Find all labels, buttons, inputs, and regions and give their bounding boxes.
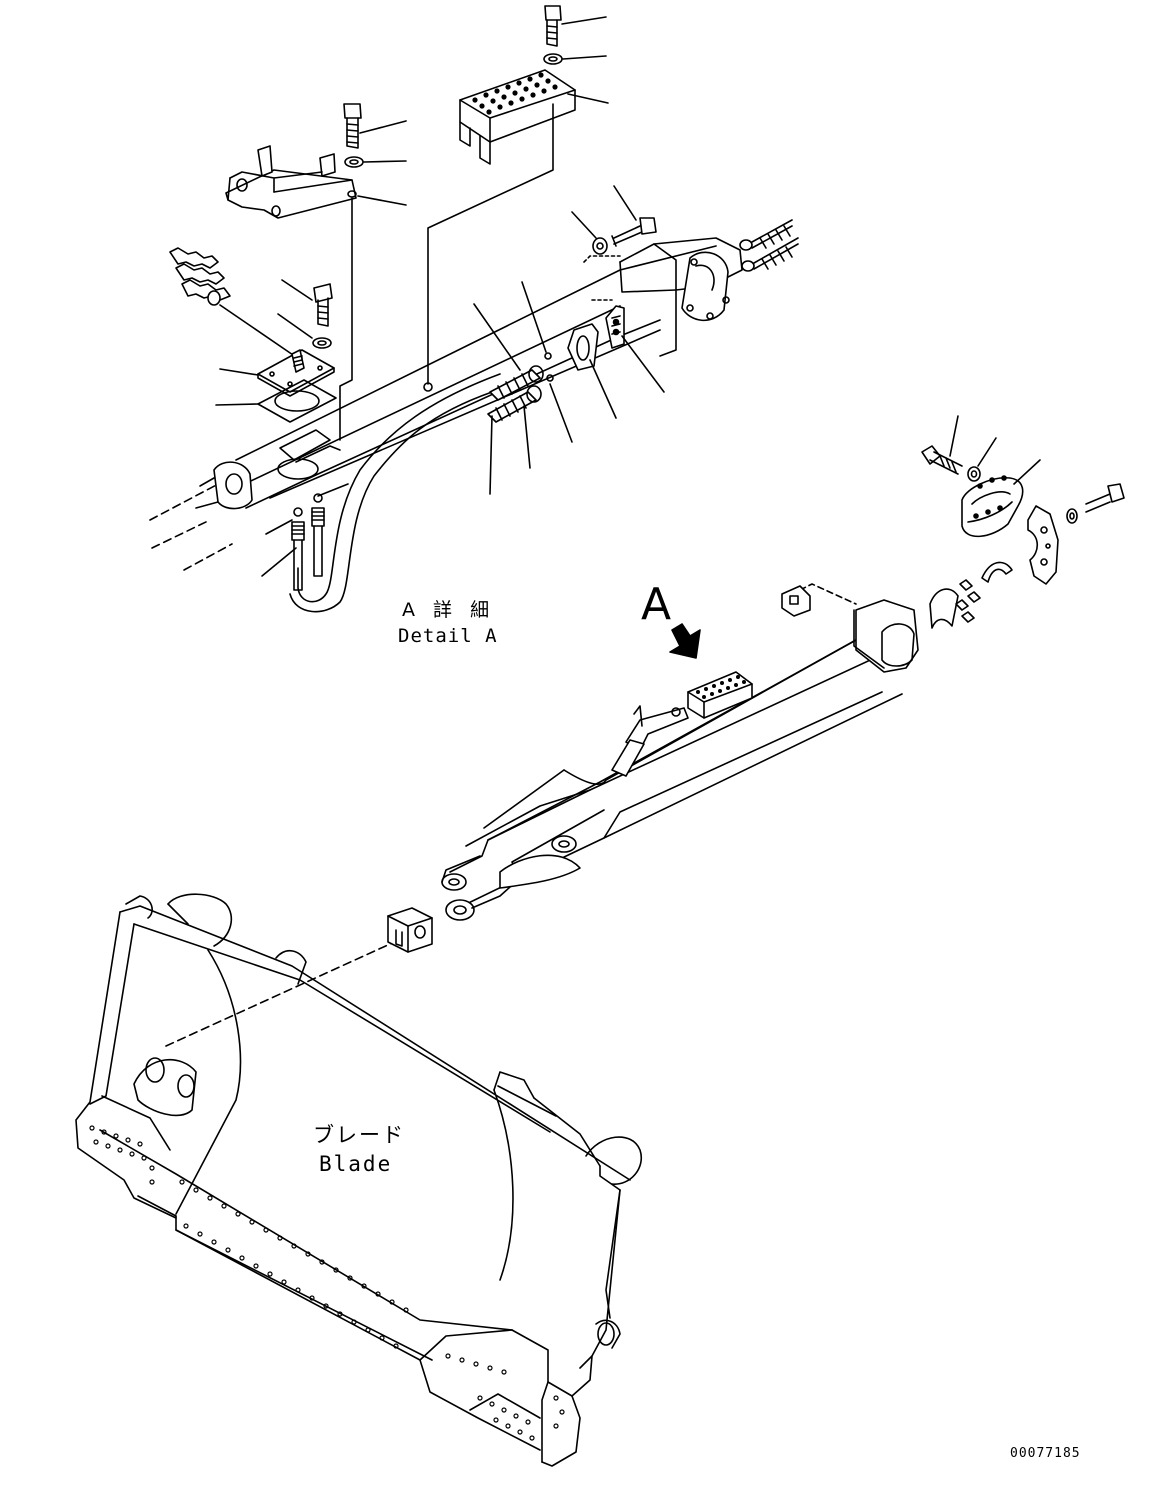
flange-icon <box>567 323 599 371</box>
bolt-icon <box>1085 483 1125 513</box>
detail-a-arm-frame <box>149 237 743 613</box>
coupler-group <box>169 247 337 423</box>
view-marker-letter: A <box>641 579 672 630</box>
detail-a-label-en: Detail A <box>398 625 498 647</box>
cover-plate-icon <box>257 349 335 397</box>
o-ring-icon <box>544 352 552 360</box>
blade-label-en: Blade <box>319 1152 393 1176</box>
o-ring-icon <box>546 374 554 382</box>
coupler-icon <box>169 247 231 306</box>
hose-fitting-icon <box>739 219 799 272</box>
view-arrow-icon <box>669 623 701 659</box>
bushing-icon <box>929 561 1013 629</box>
bolt-icon <box>313 283 333 327</box>
blade-label-jp: ブレード <box>313 1123 405 1147</box>
hose-fitting-icon <box>487 365 544 423</box>
bearing-half-icon <box>1027 505 1059 585</box>
step-plate-assembly <box>423 5 609 392</box>
detail-a-label-jp: A 詳 細 <box>402 599 496 621</box>
hose-fitting-icon <box>291 493 325 591</box>
detail-a-fittings <box>261 185 799 591</box>
cap-plate-icon <box>961 475 1024 538</box>
pivot-cap-assembly <box>921 415 1125 629</box>
bolt-icon <box>611 217 657 247</box>
block-fitting-icon <box>605 305 625 349</box>
washer-icon <box>967 466 981 482</box>
blade <box>75 893 643 1467</box>
bracket-icon <box>225 145 357 219</box>
bolt-icon <box>921 445 963 475</box>
bolt-icon <box>343 103 362 149</box>
washer-icon <box>592 237 608 255</box>
gasket-icon <box>257 379 337 423</box>
shim-icon <box>955 579 981 623</box>
washer-icon <box>312 337 332 349</box>
spacer-block-icon <box>387 907 433 953</box>
main-arm <box>441 583 919 921</box>
bolt-icon <box>544 5 562 47</box>
bracket-assembly <box>225 103 407 441</box>
step-plate-icon <box>459 69 576 165</box>
drawing-number: 00077185 <box>1010 1446 1081 1461</box>
washer-icon <box>1066 508 1078 524</box>
washer-icon <box>543 53 563 65</box>
washer-icon <box>344 156 364 168</box>
step-plate-icon <box>687 671 753 719</box>
